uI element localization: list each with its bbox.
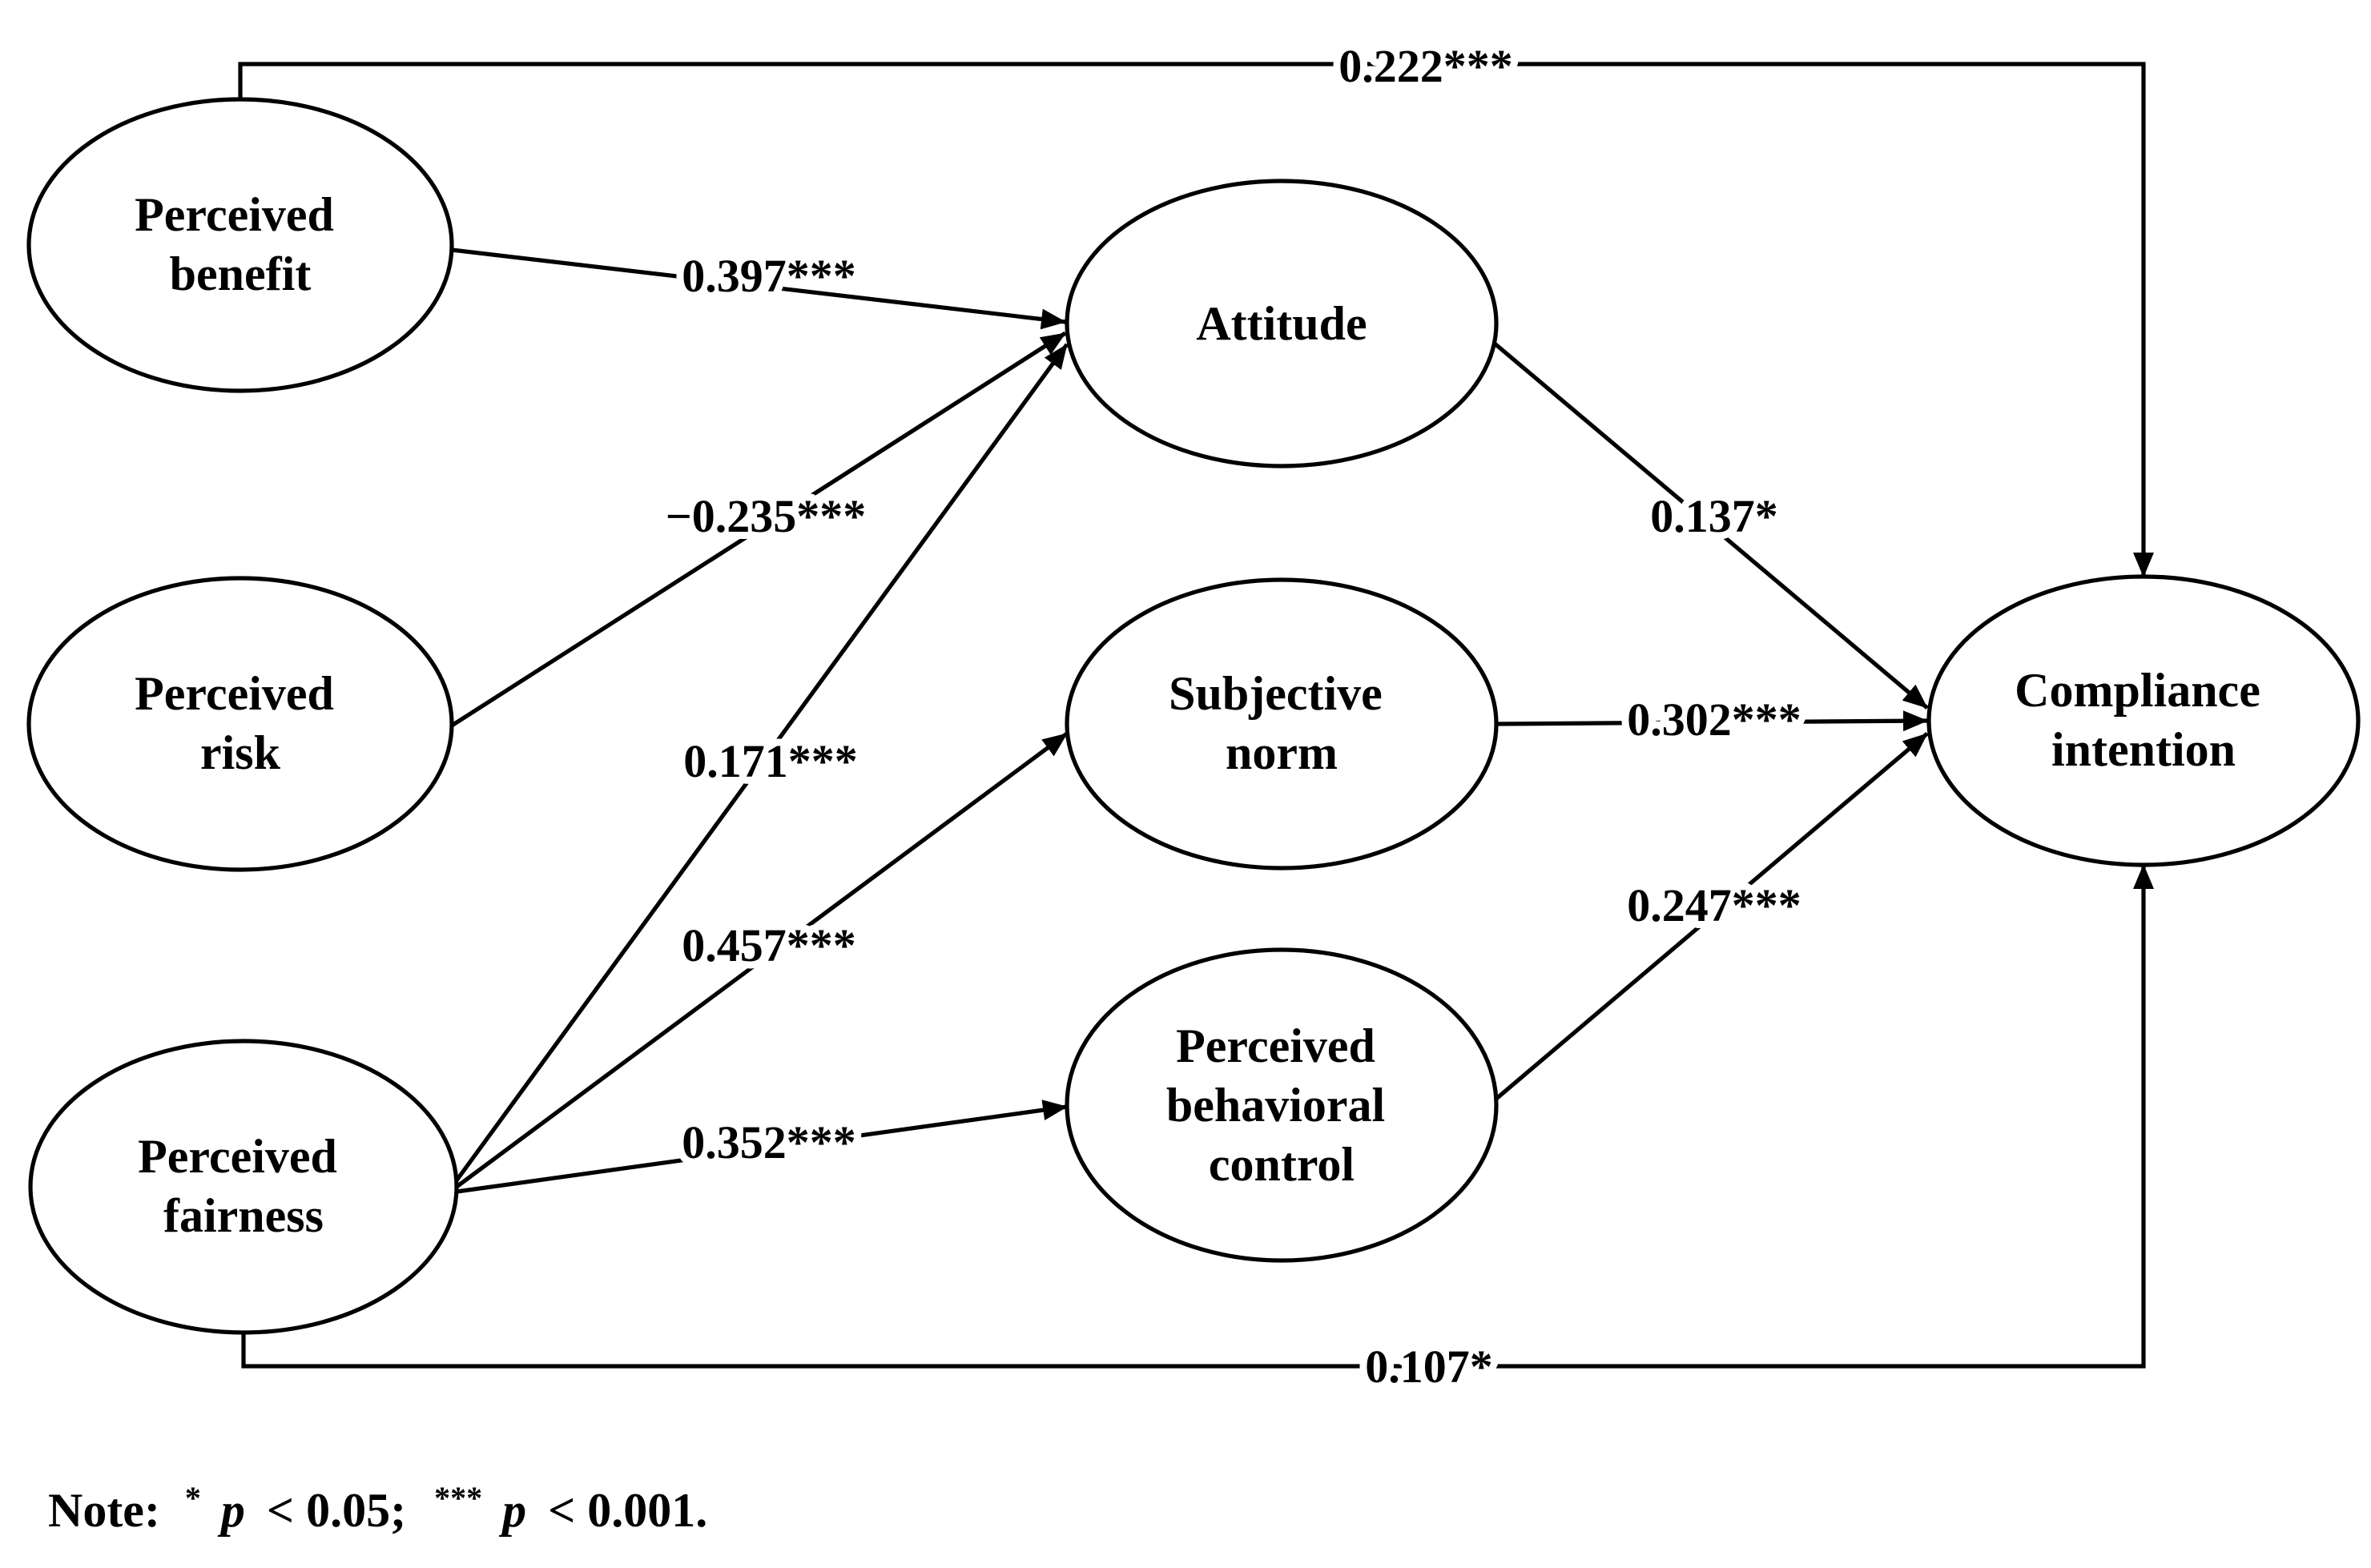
node-attitude: Attitude: [1065, 179, 1499, 468]
edge-benefit-to-intention: [238, 62, 2154, 577]
coef-behavioral-control-to-intention: 0.247***: [1627, 879, 1801, 931]
perceived-fairness-label: Perceived fairness: [138, 1130, 349, 1242]
node-subjective-norm: Subjective norm: [1065, 577, 1499, 870]
note-sig-05-stars: *: [185, 1480, 201, 1516]
perceived-fairness-ellipse: [28, 1039, 459, 1335]
perceived-behavioral-control-label: Perceived behavioral control: [1166, 1019, 1397, 1191]
node-label-line: Perceived: [135, 188, 334, 241]
coef-fairness-to-behavioral-control: 0.352***: [682, 1116, 856, 1168]
coef-subjective-norm-to-intention: 0.302***: [1627, 694, 1801, 746]
edge-risk-to-attitude: [450, 331, 1067, 728]
node-label-line: fairness: [163, 1189, 324, 1242]
coef-benefit-to-attitude: 0.397***: [682, 250, 856, 302]
node-label-line: behavioral: [1166, 1079, 1385, 1132]
nodes-layer: Perceived benefit Perceived risk Perceiv…: [26, 97, 2361, 1335]
edges-layer: [238, 62, 2154, 1369]
attitude-ellipse: [1065, 179, 1499, 468]
node-perceived-benefit: Perceived benefit: [26, 97, 454, 393]
node-label-line: Attitude: [1196, 297, 1367, 350]
node-label-line: norm: [1226, 726, 1338, 779]
node-perceived-fairness: Perceived fairness: [28, 1039, 459, 1335]
node-label-line: control: [1209, 1138, 1355, 1191]
subjective-norm-ellipse: [1065, 577, 1499, 870]
perceived-risk-label: Perceived risk: [135, 667, 346, 779]
significance-note: Note: * p < 0.05; *** p < 0.001.: [48, 1466, 707, 1537]
note-prefix: Note:: [48, 1484, 160, 1537]
coef-fairness-to-subjective-norm: 0.457***: [682, 919, 856, 971]
coef-attitude-to-intention: 0.137*: [1650, 490, 1778, 542]
node-label-line: Compliance: [2015, 664, 2260, 717]
perceived-benefit-label: Perceived benefit: [135, 188, 346, 300]
node-label-line: Perceived: [138, 1130, 337, 1183]
compliance-intention-ellipse: [1926, 574, 2361, 867]
compliance-intention-label: Compliance intention: [2015, 664, 2272, 776]
node-label-line: Subjective: [1169, 667, 1383, 720]
node-label-line: intention: [2051, 723, 2236, 776]
edge-fairness-to-intention: [241, 864, 2154, 1369]
node-perceived-risk: Perceived risk: [26, 576, 454, 872]
edge-behavioral-control-to-intention: [1495, 732, 1929, 1100]
coef-risk-to-attitude: −0.235***: [666, 490, 867, 542]
node-compliance-intention: Compliance intention: [1926, 574, 2361, 867]
attitude-label: Attitude: [1196, 297, 1367, 350]
coef-fairness-to-intention: 0.107*: [1365, 1341, 1493, 1393]
edge-subjective-norm-to-intention: [1495, 710, 1928, 732]
note-sig-001-threshold: < 0.001.: [548, 1484, 707, 1537]
perceived-benefit-ellipse: [26, 97, 454, 393]
note-sig-001-stars: ***: [434, 1480, 482, 1516]
perceived-risk-ellipse: [26, 576, 454, 872]
coef-fairness-to-attitude: 0.171***: [683, 735, 858, 787]
edge-benefit-to-attitude: [451, 247, 1066, 330]
node-label-line: benefit: [170, 247, 312, 300]
edge-fairness-to-behavioral-control: [456, 1100, 1068, 1194]
note-sig-05-p: p: [217, 1484, 245, 1537]
edge-fairness-to-attitude: [454, 343, 1069, 1182]
perceived-behavioral-control-ellipse: [1065, 947, 1499, 1263]
coefficients-layer: 0.222*** 0.397*** −0.235*** 0.171*** 0.4…: [658, 33, 1809, 1400]
edge-fairness-to-subjective-norm: [455, 731, 1069, 1189]
note-sig-001-p: p: [498, 1484, 526, 1537]
edge-attitude-to-intention: [1488, 338, 1929, 710]
node-label-line: Perceived: [1176, 1019, 1375, 1072]
coef-benefit-to-intention: 0.222***: [1338, 40, 1513, 92]
node-label-line: risk: [200, 726, 281, 779]
node-perceived-behavioral-control: Perceived behavioral control: [1065, 947, 1499, 1263]
subjective-norm-label: Subjective norm: [1169, 667, 1395, 779]
note-sig-05-threshold: < 0.05;: [267, 1484, 406, 1537]
node-label-line: Perceived: [135, 667, 334, 720]
